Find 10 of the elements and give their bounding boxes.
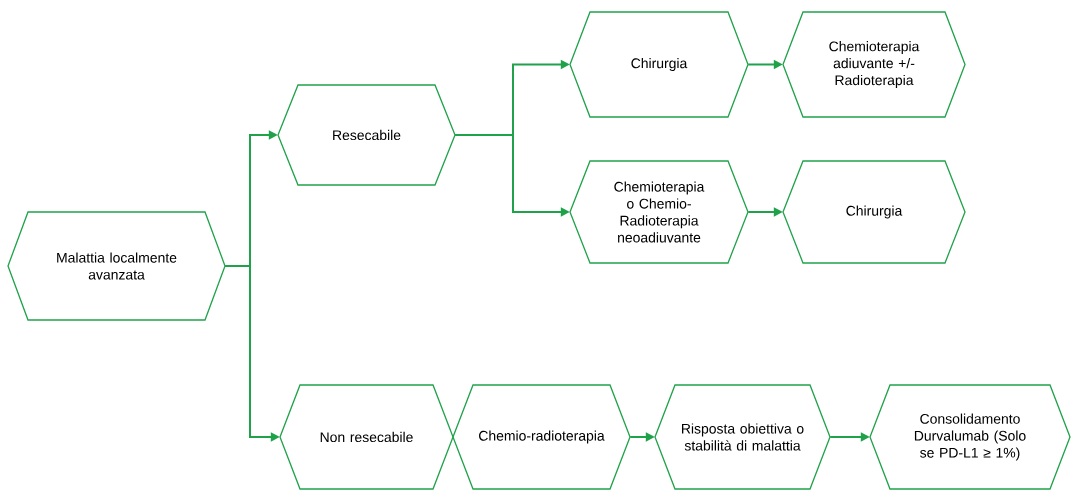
hexagon-node: Chirurgia: [782, 160, 966, 264]
hexagon-node: Chemioterapia adiuvante +/- Radioterapia: [782, 11, 966, 118]
hexagon-node: Malattia localmente avanzata: [7, 211, 226, 321]
hexagon-node: Risposta obiettiva o stabilità di malattia: [654, 384, 831, 490]
hexagon-node: Chirurgia: [569, 11, 749, 118]
hexagon-node: Chemio-radioterapia: [452, 384, 631, 490]
hexagon-node: Non resecabile: [279, 384, 454, 490]
hexagon-node: Consolidamento Durvalumab (Solo se PD-L1 ≥ 1%): [869, 384, 1071, 490]
hexagon-node: Resecabile: [277, 84, 456, 186]
hexagon-node: Chemioterapia o Chemio-Radioterapia neoadiuvante: [569, 160, 749, 264]
